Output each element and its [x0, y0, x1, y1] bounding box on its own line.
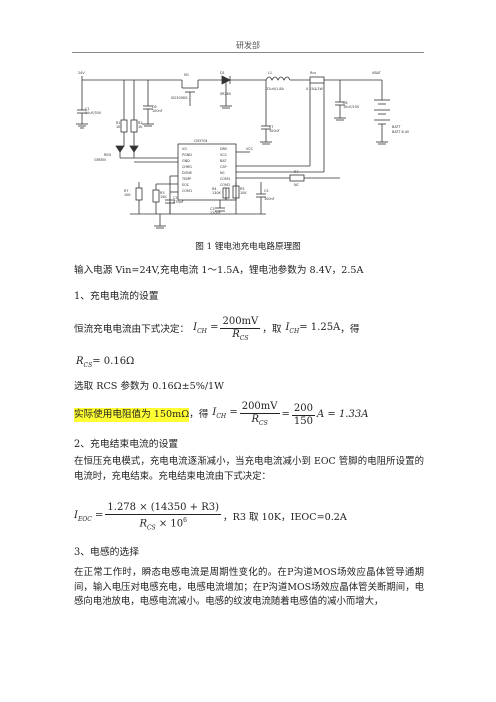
section2-paragraph: 在恒压充电模式，充电电流逐渐减小，当充电电流减小到 EOC 管脚的电阻所设置的电…	[74, 456, 424, 482]
svg-text:R5: R5	[240, 187, 245, 191]
section1-title: 1、充电电流的设置	[74, 291, 159, 302]
figure-caption: 图 1 锂电池充电电路原理图	[195, 242, 301, 252]
svg-text:CN3704: CN3704	[194, 139, 208, 143]
svg-text:GND: GND	[182, 159, 190, 163]
section2-title: 2、充电结束电流的设置	[74, 439, 179, 450]
svg-text:470pF: 470pF	[173, 200, 184, 204]
svg-text:SR260: SR260	[220, 92, 231, 96]
svg-text:EOC: EOC	[182, 183, 190, 187]
svg-text:BATT: BATT	[392, 125, 401, 129]
formula-intro: 恒流充电电流由下式决定：	[74, 324, 190, 335]
section3-paragraph: 在正常工作时，瞬态电感电流是周期性变化的。在P沟道MOS场效应晶体管导通期间，输…	[74, 567, 424, 607]
svg-text:PGND: PGND	[182, 153, 192, 157]
actual-resistor-line: 实际使用电阻值为 150mΩ ，得 ICH = 200mV RCS = 200 …	[74, 398, 368, 432]
eq1-end: ，得	[340, 324, 360, 335]
svg-text:COM1: COM1	[182, 189, 192, 193]
svg-text:COM2: COM2	[220, 183, 230, 187]
svg-text:22uH/1.8A: 22uH/1.8A	[266, 87, 285, 91]
svg-text:NC: NC	[220, 171, 226, 175]
svg-text:NC: NC	[294, 183, 300, 187]
eoc-formula-line: IEOC = 1.278 × (14350 + R3) RCS × 106 ，R…	[74, 500, 347, 536]
eoc-lhs: IEOC =	[74, 510, 104, 523]
eq1-mid: ，取	[262, 324, 282, 335]
svg-text:130K: 130K	[212, 191, 221, 195]
svg-text:10K: 10K	[160, 195, 167, 199]
svg-text:C2: C2	[173, 196, 178, 200]
svg-text:10K: 10K	[124, 193, 131, 197]
svg-text:C5: C5	[264, 189, 269, 193]
svg-text:100nF: 100nF	[264, 197, 275, 201]
actual-resistor-highlight: 实际使用电阻值为 150mΩ	[74, 408, 190, 422]
svg-text:L1: L1	[268, 71, 272, 75]
svg-text:R1: R1	[116, 121, 121, 125]
svg-text:CSP: CSP	[220, 165, 227, 169]
svg-text:220nF: 220nF	[210, 211, 221, 215]
svg-text:C7: C7	[269, 125, 274, 129]
svg-text:BATT 8.4V: BATT 8.4V	[392, 130, 410, 134]
svg-text:R7: R7	[124, 189, 129, 193]
actual-mid: ，得	[189, 409, 209, 420]
svg-text:CHRG: CHRG	[182, 165, 192, 169]
label-vin: 24V	[78, 71, 85, 75]
page-header: 研发部	[236, 41, 260, 50]
svg-text:VCC: VCC	[220, 153, 228, 157]
svg-text:VCC: VCC	[246, 147, 254, 151]
svg-text:R7: R7	[294, 170, 299, 174]
svg-text:BAT: BAT	[220, 159, 227, 163]
rcs-selection: 选取 RCS 参数为 0.16Ω±5%/1W	[74, 381, 225, 392]
svg-text:100nF: 100nF	[152, 109, 163, 113]
svg-text:R3: R3	[160, 191, 165, 195]
eq1b: ICH= 1.25A	[285, 322, 341, 335]
svg-text:VG: VG	[182, 147, 187, 151]
svg-text:10K: 10K	[240, 191, 247, 195]
svg-text:C6: C6	[152, 105, 157, 109]
svg-text:10uF/25V: 10uF/25V	[343, 105, 360, 109]
svg-text:C8: C8	[343, 101, 348, 105]
svg-text:SI2309DS: SI2309DS	[171, 96, 188, 100]
svg-text:RED: RED	[104, 153, 111, 157]
svg-text:VBAT: VBAT	[372, 71, 382, 75]
eq2-fraction-2: 200 150	[291, 402, 315, 427]
svg-text:M1: M1	[184, 73, 189, 77]
svg-text:100nF: 100nF	[269, 129, 280, 133]
eq1-lhs: ICH =	[193, 322, 219, 335]
result-rcs: RCS= 0.16Ω	[76, 356, 135, 369]
svg-text:DONE: DONE	[182, 171, 192, 175]
svg-text:COM3: COM3	[220, 177, 230, 181]
section1-formula-line: 恒流充电电流由下式决定： ICH = 200mV RCS ，取 ICH= 1.2…	[74, 312, 359, 348]
svg-text:DRV: DRV	[220, 147, 228, 151]
section3-title: 3、电感的选择	[74, 547, 140, 558]
eq2-fraction-1: 200mV RCS	[239, 400, 280, 427]
svg-text:1K: 1K	[116, 125, 121, 129]
svg-text:D1: D1	[220, 71, 225, 75]
svg-text:Rcs: Rcs	[310, 71, 316, 75]
header-rule	[72, 52, 424, 53]
eq2-result: A = 1.33A	[316, 409, 369, 420]
svg-text:10uF/35V: 10uF/35V	[85, 111, 102, 115]
svg-text:TEMP: TEMP	[181, 177, 191, 181]
svg-text:1K: 1K	[138, 125, 143, 129]
svg-text:GREEN: GREEN	[94, 158, 106, 162]
svg-text:R4: R4	[212, 187, 217, 191]
eq1-fraction: 200mV RCS	[220, 315, 261, 342]
svg-text:0.15Ω/1W: 0.15Ω/1W	[306, 87, 323, 91]
label-c1: C1	[85, 107, 90, 111]
eoc-tail: ，R3 取 10K，IEOC=0.2A	[223, 512, 347, 523]
intro-text: 输入电源 Vin=24V,充电电流 1～1.5A，锂电池参数为 8.4V，2.5…	[74, 265, 364, 276]
eq2-lhs: ICH =	[212, 407, 238, 420]
svg-text:R2: R2	[138, 121, 143, 125]
svg-text:C3: C3	[210, 207, 215, 211]
eoc-fraction: 1.278 × (14350 + R3) RCS × 106	[105, 501, 222, 532]
